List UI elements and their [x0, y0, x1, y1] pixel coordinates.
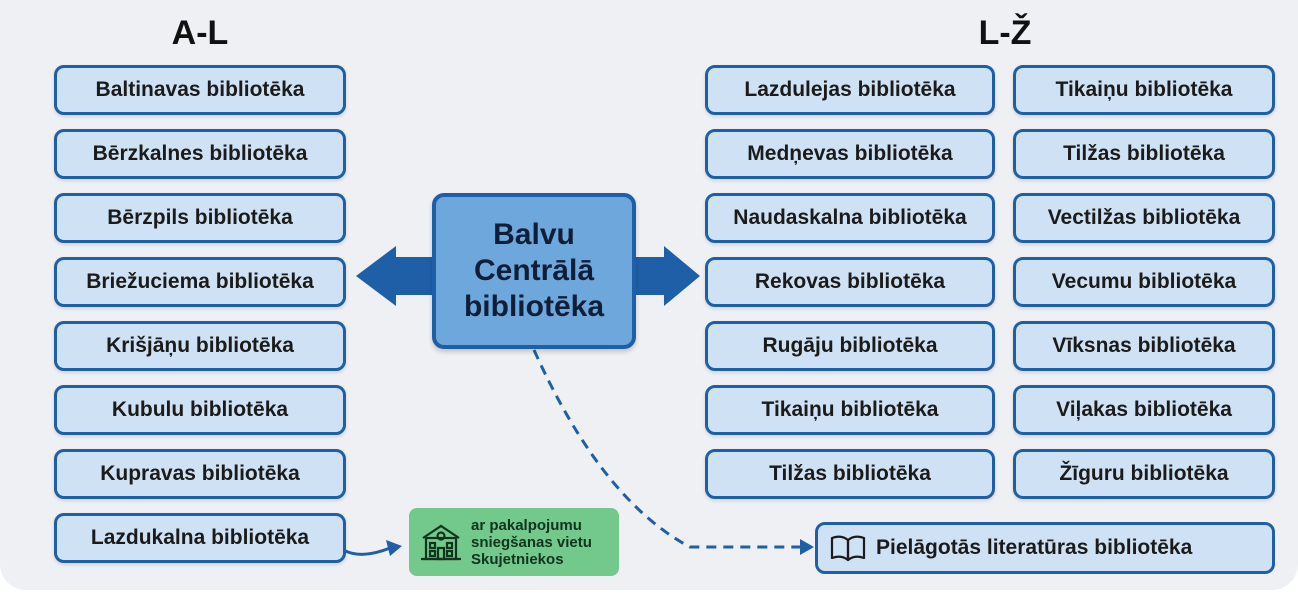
- central-line-2: Centrālā: [473, 254, 595, 287]
- library-box: Tikaiņu bibliotēka: [705, 385, 995, 435]
- central-line-1: Balvu: [493, 218, 575, 251]
- library-box: Tikaiņu bibliotēka: [1013, 65, 1275, 115]
- library-box: Viļakas bibliotēka: [1013, 385, 1275, 435]
- library-box: Krišjāņu bibliotēka: [54, 321, 346, 371]
- library-box: Tilžas bibliotēka: [1013, 129, 1275, 179]
- dashed-link-head-icon: [800, 539, 814, 555]
- library-box: Baltinavas bibliotēka: [54, 65, 346, 115]
- library-box: Lazdulejas bibliotēka: [705, 65, 995, 115]
- library-box: Vecumu bibliotēka: [1013, 257, 1275, 307]
- library-box: Medņevas bibliotēka: [705, 129, 995, 179]
- library-box: Bērzpils bibliotēka: [54, 193, 346, 243]
- adapted-literature-library: Pielāgotās literatūras bibliotēka: [815, 522, 1275, 574]
- arrow-left-icon: [356, 246, 432, 306]
- building-icon: [421, 524, 461, 561]
- open-book-icon: [830, 535, 866, 562]
- library-box: Vīksnas bibliotēka: [1013, 321, 1275, 371]
- arrow-right-icon: [636, 246, 700, 306]
- library-box: Kupravas bibliotēka: [54, 449, 346, 499]
- library-box: Rekovas bibliotēka: [705, 257, 995, 307]
- library-box: Vectilžas bibliotēka: [1013, 193, 1275, 243]
- central-line-3: bibliotēka: [463, 290, 605, 323]
- adapted-library-label: Pielāgotās literatūras bibliotēka: [876, 536, 1193, 559]
- library-box: Naudaskalna bibliotēka: [705, 193, 995, 243]
- library-box: Kubulu bibliotēka: [54, 385, 346, 435]
- note-line-2: sniegšanas vietu: [471, 533, 592, 551]
- library-box: Briežuciema bibliotēka: [54, 257, 346, 307]
- library-box: Lazdukalna bibliotēka: [54, 513, 346, 563]
- curved-arrow-head-icon: [386, 540, 402, 556]
- dashed-link-to-adapted: [532, 349, 800, 549]
- library-box: Tilžas bibliotēka: [705, 449, 995, 499]
- library-box: Žīguru bibliotēka: [1013, 449, 1275, 499]
- heading-a-l: A-L: [171, 14, 229, 52]
- library-box: Rugāju bibliotēka: [705, 321, 995, 371]
- service-location-note: ar pakalpojumu sniegšanas vietu Skujetni…: [409, 508, 619, 576]
- central-library-node: Balvu Centrālā bibliotēka: [432, 193, 636, 349]
- note-line-3: Skujetniekos: [471, 550, 564, 568]
- library-box: Bērzkalnes bibliotēka: [54, 129, 346, 179]
- heading-l-z: L-Ž: [978, 14, 1032, 52]
- note-line-1: ar pakalpojumu: [471, 516, 582, 534]
